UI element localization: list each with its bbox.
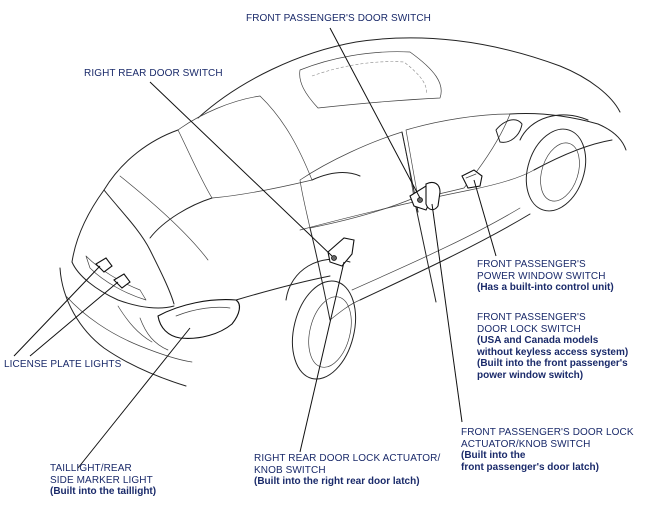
label-note-line: (Built into the bbox=[461, 450, 526, 461]
label-note-line: power window switch) bbox=[477, 369, 584, 381]
label-power-window-switch: FRONT PASSENGER'S POWER WINDOW SWITCH (H… bbox=[477, 259, 614, 294]
label-title-line: POWER WINDOW SWITCH bbox=[477, 270, 606, 282]
label-front-passenger-door-switch: FRONT PASSENGER'S DOOR SWITCH bbox=[246, 13, 431, 25]
label-note-line: (USA and Canada models bbox=[477, 335, 599, 346]
component-parts bbox=[95, 169, 483, 289]
front-door-latch-part bbox=[425, 181, 441, 211]
label-right-rear-door-switch: RIGHT REAR DOOR SWITCH bbox=[84, 68, 223, 80]
label-taillight: TAILLIGHT/REAR SIDE MARKER LIGHT (Built … bbox=[50, 463, 156, 498]
power-window-switch-part bbox=[461, 169, 483, 189]
label-note-line: front passenger's door latch) bbox=[461, 461, 599, 473]
label-note-line: (Built into the taillight) bbox=[50, 486, 157, 497]
leader-lines bbox=[13, 27, 497, 469]
label-note-line: (Built into the front passenger's bbox=[477, 358, 628, 369]
label-title-line: FRONT PASSENGER'S bbox=[477, 312, 586, 323]
label-note-line: (Built into the right rear door latch) bbox=[254, 476, 420, 487]
license-light-left-part bbox=[95, 257, 113, 273]
label-note-line: without keyless access system) bbox=[477, 346, 629, 358]
label-note-line: (Has a built-into control unit) bbox=[477, 282, 614, 293]
label-door-lock-switch: FRONT PASSENGER'S DOOR LOCK SWITCH (USA … bbox=[477, 312, 628, 381]
label-title-line: SIDE MARKER LIGHT bbox=[50, 474, 153, 486]
label-title-line: ACTUATOR/KNOB SWITCH bbox=[461, 438, 591, 450]
license-light-right-part bbox=[113, 273, 131, 289]
label-title-line: FRONT PASSENGER'S bbox=[477, 259, 586, 270]
label-license-plate-lights: LICENSE PLATE LIGHTS bbox=[4, 359, 121, 371]
label-title-line: LICENSE PLATE LIGHTS bbox=[4, 359, 122, 370]
label-title-line: FRONT PASSENGER'S DOOR LOCK bbox=[461, 427, 634, 438]
label-title-line: RIGHT REAR DOOR SWITCH bbox=[84, 68, 223, 79]
label-door-lock-actuator: FRONT PASSENGER'S DOOR LOCK ACTUATOR/KNO… bbox=[461, 427, 634, 473]
label-title-line: DOOR LOCK SWITCH bbox=[477, 323, 581, 335]
label-title-line: RIGHT REAR DOOR LOCK ACTUATOR/ bbox=[254, 453, 441, 464]
label-title-line: FRONT PASSENGER'S DOOR SWITCH bbox=[246, 13, 432, 24]
label-rear-door-lock-actuator: RIGHT REAR DOOR LOCK ACTUATOR/ KNOB SWIT… bbox=[254, 453, 440, 488]
label-title-line: TAILLIGHT/REAR bbox=[50, 463, 132, 474]
label-title-line: KNOB SWITCH bbox=[254, 464, 326, 476]
